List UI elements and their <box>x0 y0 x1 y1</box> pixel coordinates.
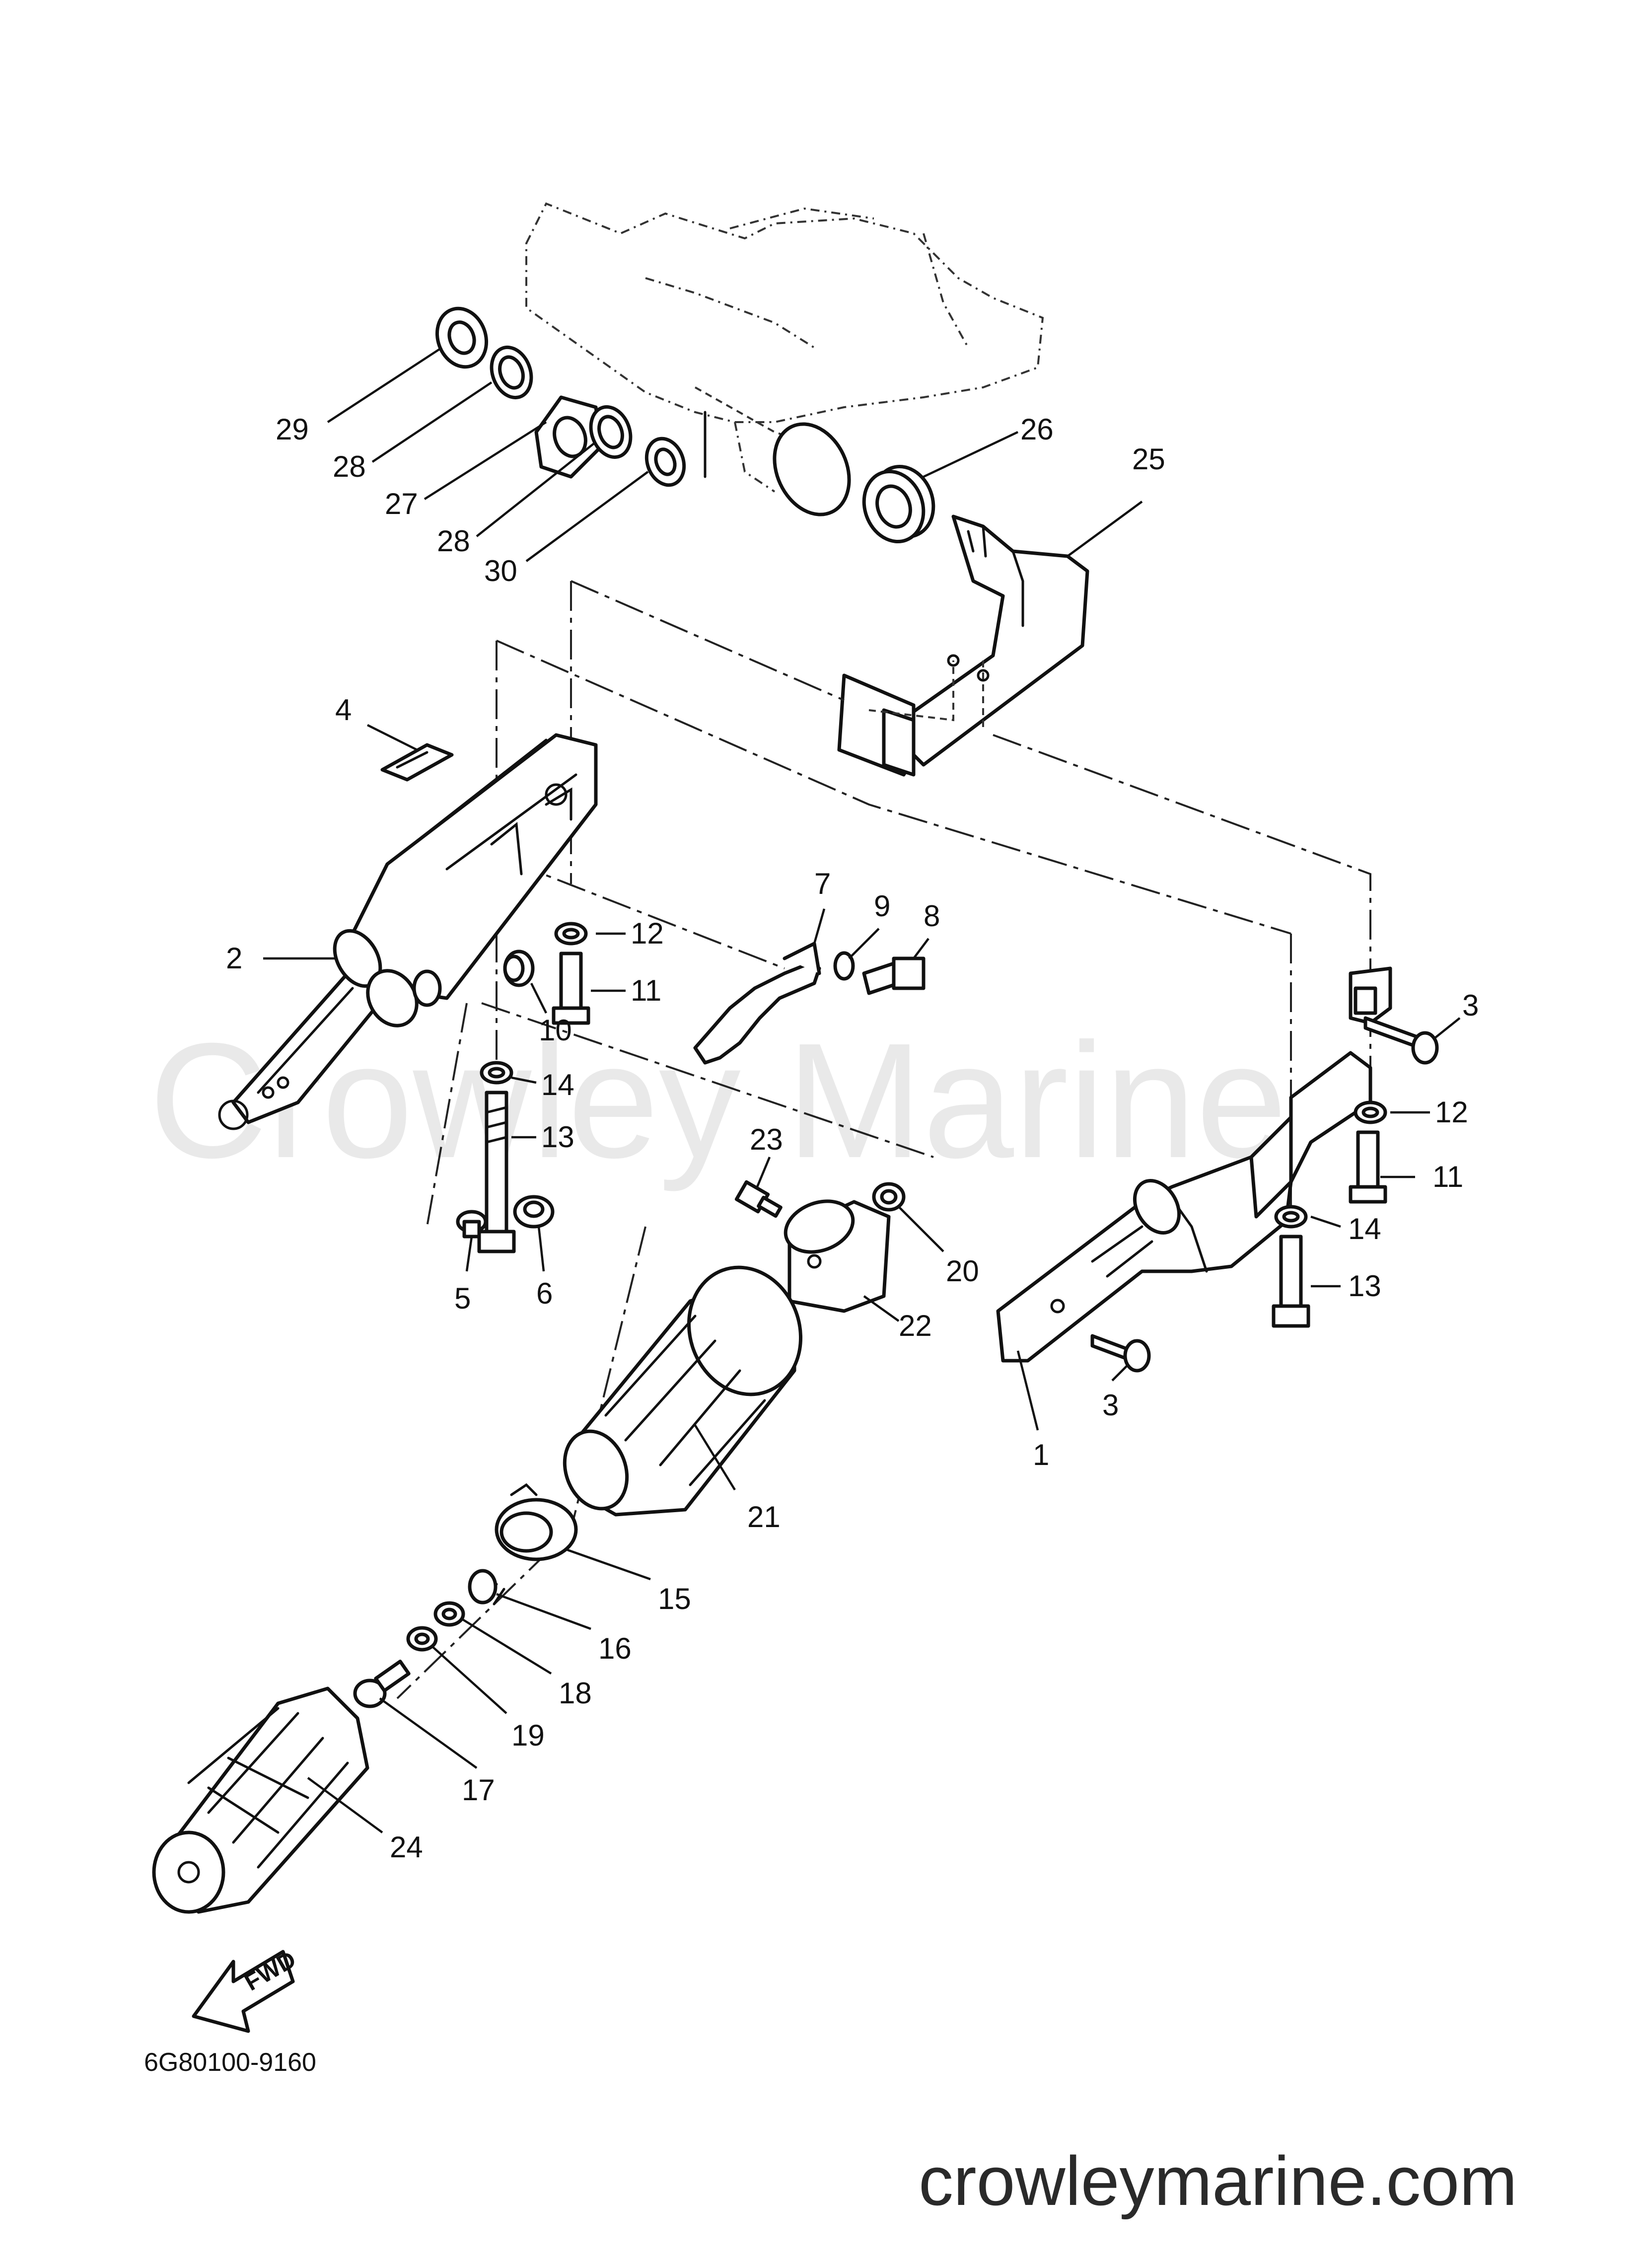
part-17-screw <box>353 1660 411 1708</box>
label-12b: 12 <box>1435 1096 1468 1129</box>
part-14-washer-left <box>480 1061 513 1085</box>
part-5-pin <box>456 1210 488 1239</box>
label-6: 6 <box>536 1277 553 1310</box>
label-27: 27 <box>385 487 418 520</box>
label-24: 24 <box>390 1830 423 1864</box>
label-4: 4 <box>335 693 352 727</box>
site-url: crowleymarine.com <box>919 2142 1517 2220</box>
part-11-bolt-left <box>552 951 590 1025</box>
part-3-screw-a <box>1363 1016 1439 1065</box>
part-22-collar <box>784 1199 891 1313</box>
label-8: 8 <box>924 899 940 933</box>
part-4-decal <box>380 743 454 782</box>
label-23: 23 <box>750 1123 783 1156</box>
part-11-bolt-right <box>1349 1130 1387 1204</box>
part-3-screw-b <box>1090 1334 1151 1373</box>
label-30: 30 <box>484 554 517 587</box>
label-2: 2 <box>226 942 242 975</box>
part-1-bracket <box>996 966 1392 1363</box>
part-6-bushing <box>513 1195 555 1229</box>
label-11b: 11 <box>1432 1160 1463 1193</box>
label-26: 26 <box>1020 413 1054 446</box>
part-13-bolt-left <box>477 1091 516 1253</box>
label-13b: 13 <box>1348 1269 1381 1303</box>
part-13-bolt-right <box>1272 1235 1310 1328</box>
part-2-handle-bracket <box>218 733 598 1130</box>
diagram-code: 6G80100-9160 <box>144 2048 316 2077</box>
part-8-bolt <box>862 956 926 995</box>
label-5: 5 <box>454 1282 471 1315</box>
label-13a: 13 <box>541 1120 574 1154</box>
label-16: 16 <box>598 1632 632 1665</box>
part-23-screw <box>734 1180 783 1218</box>
label-25: 25 <box>1132 442 1165 476</box>
label-18: 18 <box>559 1677 592 1710</box>
label-11a: 11 <box>631 974 661 1007</box>
label-7: 7 <box>814 867 831 900</box>
part-10-collar <box>503 950 535 987</box>
label-21: 21 <box>747 1500 781 1534</box>
label-1: 1 <box>1033 1438 1049 1471</box>
part-29-nut <box>435 306 489 369</box>
part-26-bushing <box>862 464 935 544</box>
label-28b: 28 <box>437 524 470 558</box>
leader-lines <box>263 347 1461 1833</box>
part-12-washer-left <box>554 922 588 946</box>
part-14-washer-right <box>1274 1205 1308 1229</box>
part-19-washer <box>406 1626 438 1652</box>
part-28-washer-b <box>589 405 633 459</box>
label-15: 15 <box>658 1582 691 1615</box>
part-24-grip <box>152 1686 369 1914</box>
label-22: 22 <box>899 1309 932 1342</box>
label-3b: 3 <box>1102 1389 1119 1422</box>
engine-housing-outline <box>525 202 1044 516</box>
label-19: 19 <box>511 1719 545 1752</box>
label-17: 17 <box>462 1773 495 1807</box>
label-29: 29 <box>276 413 309 446</box>
fwd-arrow-icon: FWD <box>192 1946 300 2033</box>
part-25-steering-arm <box>837 514 1089 777</box>
callout-labels: 29 28 27 28 30 26 25 4 2 12 11 10 14 13 … <box>226 413 1479 1864</box>
label-10: 10 <box>539 1014 572 1047</box>
part-15-cap <box>495 1483 578 1561</box>
part-21-throttle-body <box>563 1265 803 1517</box>
part-28-washer <box>490 345 533 400</box>
part-20-nut <box>872 1182 906 1212</box>
label-14a: 14 <box>541 1068 574 1101</box>
part-12-washer-right <box>1354 1100 1387 1124</box>
label-14b: 14 <box>1348 1212 1381 1245</box>
label-20: 20 <box>946 1254 979 1288</box>
part-9-washer <box>833 951 855 981</box>
label-28a: 28 <box>333 450 366 483</box>
part-27-gasket <box>534 395 603 479</box>
part-18-washer <box>433 1601 465 1627</box>
label-12a: 12 <box>631 917 664 950</box>
label-9: 9 <box>874 889 890 923</box>
part-16-spring <box>468 1569 505 1606</box>
label-3a: 3 <box>1462 989 1479 1022</box>
part-30-washer <box>644 437 686 487</box>
